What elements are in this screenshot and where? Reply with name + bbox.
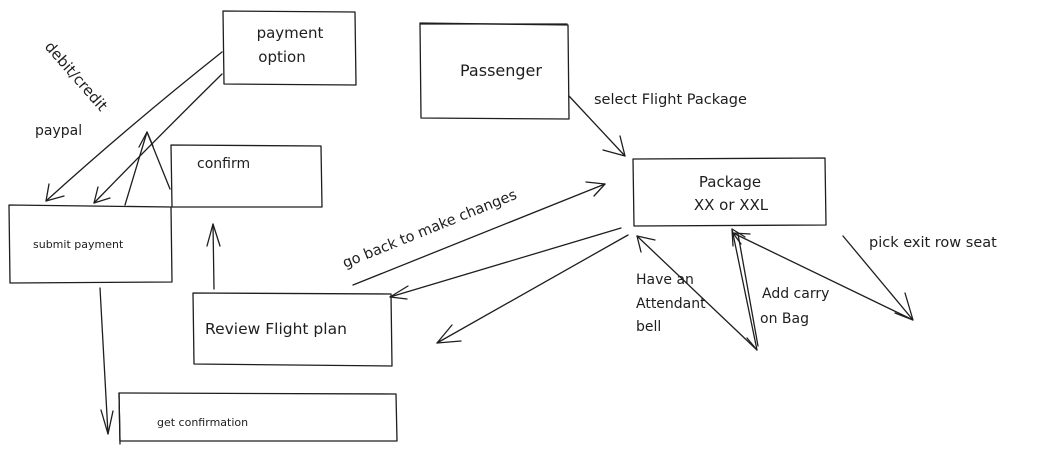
package-line-1: Package [699, 173, 761, 191]
select-flight-package-label: select Flight Package [594, 92, 747, 108]
payment-option-box [222, 10, 357, 86]
paypal-label: paypal [35, 123, 82, 139]
package-label: Package XX or XXL [694, 173, 769, 214]
payment-option-line-2: option [258, 48, 305, 66]
attendant-bell-line-2: Attendant [636, 296, 706, 312]
get-confirmation-label: get confirmation [157, 416, 248, 429]
debit-credit-label: debit/credit [41, 38, 111, 115]
arrow-submit-to-confirm [124, 131, 171, 206]
arrow-review-to-package [352, 181, 606, 286]
package-line-2: XX or XXL [694, 196, 769, 214]
arrow-passenger-to-package [568, 95, 626, 157]
carry-on-line-2: on Bag [760, 311, 809, 327]
exit-row-label: pick exit row seat [869, 235, 997, 251]
confirm-label: confirm [197, 156, 250, 172]
get-confirmation-box [118, 392, 398, 445]
payment-option-label: payment option [257, 24, 324, 66]
arrow-carryon-to-package [737, 233, 759, 347]
passenger-box [419, 22, 570, 120]
carry-on-line-1: Add carry [762, 286, 829, 302]
arrow-package-to-review [389, 227, 622, 300]
arrow-submit-to-get-confirmation [99, 287, 114, 435]
arrow-review-to-confirm [206, 223, 221, 290]
confirm-box [170, 144, 323, 208]
arrow-payment-to-submit-2 [93, 73, 223, 204]
arrow-package-to-review-2 [436, 234, 629, 344]
package-box [632, 157, 827, 227]
submit-payment-label: submit payment [33, 238, 124, 251]
arrow-exit-row-to-package [732, 232, 914, 321]
attendant-bell-line-1: Have an [636, 272, 694, 288]
arrow-options-to-package [636, 228, 758, 351]
payment-option-line-1: payment [257, 24, 324, 42]
submit-payment-box [8, 204, 173, 284]
attendant-bell-line-3: bell [636, 319, 661, 335]
carry-on-label: Add carry on Bag [760, 286, 829, 327]
review-flight-plan-box [192, 292, 393, 367]
arrow-payment-to-submit-1 [45, 51, 223, 202]
review-flight-plan-label: Review Flight plan [205, 320, 347, 338]
passenger-label: Passenger [460, 61, 542, 80]
attendant-bell-label: Have an Attendant bell [636, 272, 706, 335]
